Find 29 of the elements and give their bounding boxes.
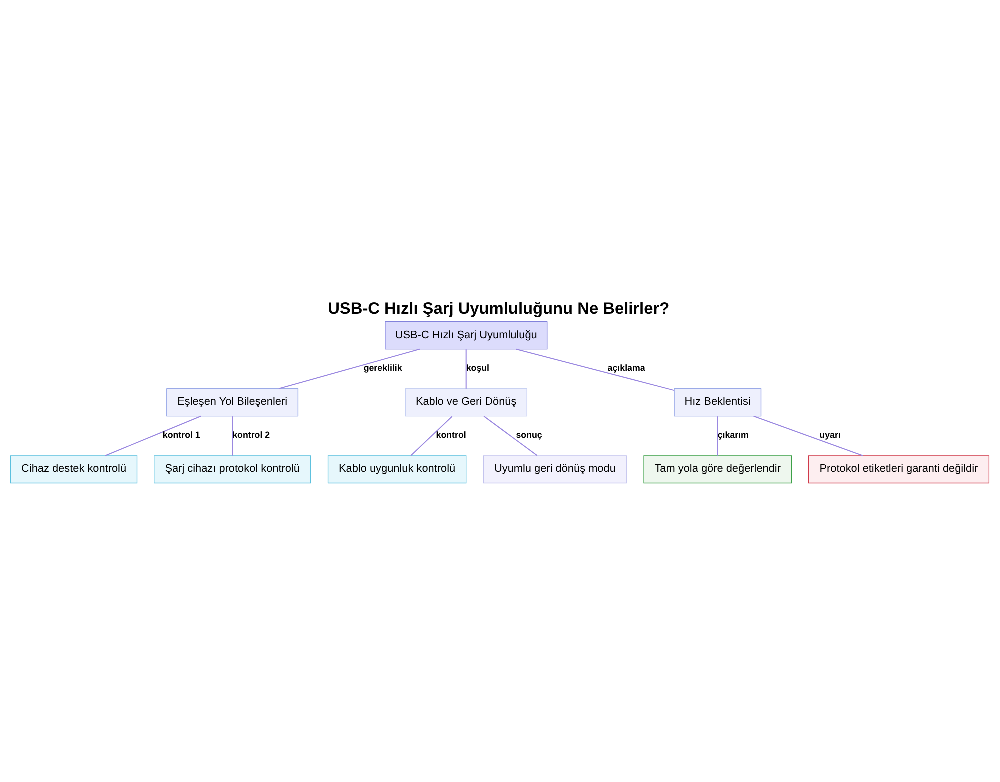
connector bbox=[516, 348, 674, 392]
node-box: Uyumlu geri dönüş modu bbox=[483, 456, 627, 484]
edge-label: uyarı bbox=[820, 430, 841, 440]
connector bbox=[484, 416, 538, 456]
node-box: Kablo uygunluk kontrolü bbox=[328, 456, 467, 484]
node-box: Kablo ve Geri Dönüş bbox=[405, 388, 528, 417]
connector bbox=[105, 416, 202, 456]
connector bbox=[232, 416, 234, 456]
edge-label: kontrol 1 bbox=[162, 430, 200, 440]
node-box: Tam yola göre değerlendir bbox=[644, 456, 792, 484]
connector bbox=[410, 416, 453, 456]
edge-label: açıklama bbox=[608, 362, 646, 373]
connector bbox=[754, 416, 864, 456]
edge-label: kontrol 2 bbox=[232, 430, 270, 440]
node-box: Hız Beklentisi bbox=[674, 388, 762, 417]
edge-label: gereklilik bbox=[364, 362, 402, 373]
node-box: Şarj cihazı protokol kontrolü bbox=[154, 456, 312, 484]
connector bbox=[278, 348, 420, 390]
node-box: Eşleşen Yol Bileşenleri bbox=[166, 388, 299, 417]
diagram-title: USB-C Hızlı Şarj Uyumluluğunu Ne Belirler? bbox=[328, 300, 670, 318]
connector bbox=[466, 350, 467, 389]
edge-label: kontrol bbox=[436, 430, 466, 440]
node-box: Protokol etiketleri garanti değildir bbox=[808, 456, 990, 484]
edge-label: koşul bbox=[466, 362, 490, 373]
connector bbox=[717, 416, 718, 456]
edge-label: sonuç bbox=[516, 430, 542, 440]
edge-label: çıkarım bbox=[718, 430, 749, 440]
node-box: USB-C Hızlı Şarj Uyumluluğu bbox=[385, 322, 548, 350]
node-box: Cihaz destek kontrolü bbox=[10, 456, 138, 484]
